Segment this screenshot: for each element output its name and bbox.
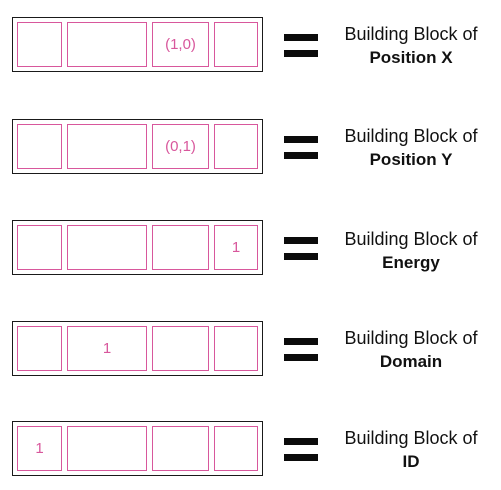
label-target: Domain [379, 352, 443, 371]
vector-cell [17, 124, 62, 169]
vector-cell [214, 426, 258, 471]
vector-block: (0,1) [12, 119, 263, 174]
label-prefix: Building Block of [344, 126, 478, 146]
label-prefix: Building Block of [344, 229, 478, 249]
vector-cell [17, 225, 62, 270]
equals-bar [284, 50, 318, 57]
vector-block: (1,0) [12, 17, 263, 72]
equals-sign [284, 438, 318, 462]
equals-bar [284, 354, 318, 361]
label-prefix: Building Block of [344, 428, 478, 448]
vector-cell [152, 426, 209, 471]
block-label: Building Block of Domain [326, 326, 496, 374]
equals-bar [284, 152, 318, 159]
label-target: Position X [369, 48, 453, 67]
equation-row-position-y: (0,1) Building Block of Position Y [0, 116, 501, 186]
vector-cell [17, 326, 62, 371]
vector-cell [214, 22, 258, 67]
vector-block: 1 [12, 321, 263, 376]
block-label: Building Block of Energy [326, 227, 496, 275]
equals-bar [284, 34, 318, 41]
equals-bar [284, 136, 318, 143]
block-label: Building Block of Position X [326, 22, 496, 70]
equals-sign [284, 136, 318, 160]
equals-bar [284, 438, 318, 445]
label-prefix: Building Block of [344, 328, 478, 348]
label-target: Position Y [369, 150, 453, 169]
block-label: Building Block of ID [326, 426, 496, 474]
vector-cell [67, 22, 147, 67]
vector-block: 1 [12, 220, 263, 275]
vector-cell [214, 124, 258, 169]
equals-bar [284, 454, 318, 461]
vector-cell [67, 426, 147, 471]
equals-bar [284, 237, 318, 244]
vector-cell: 1 [67, 326, 147, 371]
equals-sign [284, 34, 318, 58]
vector-block: 1 [12, 421, 263, 476]
vector-cell [152, 326, 209, 371]
label-target: ID [402, 452, 420, 471]
label-prefix: Building Block of [344, 24, 478, 44]
vector-cell: 1 [214, 225, 258, 270]
equals-bar [284, 338, 318, 345]
label-target: Energy [382, 253, 440, 272]
equation-row-id: 1 Building Block of ID [0, 418, 501, 488]
vector-cell: 1 [17, 426, 62, 471]
equals-sign [284, 237, 318, 261]
vector-cell [67, 124, 147, 169]
equals-bar [284, 253, 318, 260]
vector-cell: (1,0) [152, 22, 209, 67]
equation-row-domain: 1 Building Block of Domain [0, 318, 501, 388]
equation-row-position-x: (1,0) Building Block of Position X [0, 14, 501, 84]
block-label: Building Block of Position Y [326, 124, 496, 172]
vector-cell: (0,1) [152, 124, 209, 169]
vector-cell [214, 326, 258, 371]
equation-row-energy: 1 Building Block of Energy [0, 217, 501, 287]
equals-sign [284, 338, 318, 362]
vector-cell [67, 225, 147, 270]
vector-cell [17, 22, 62, 67]
vector-cell [152, 225, 209, 270]
